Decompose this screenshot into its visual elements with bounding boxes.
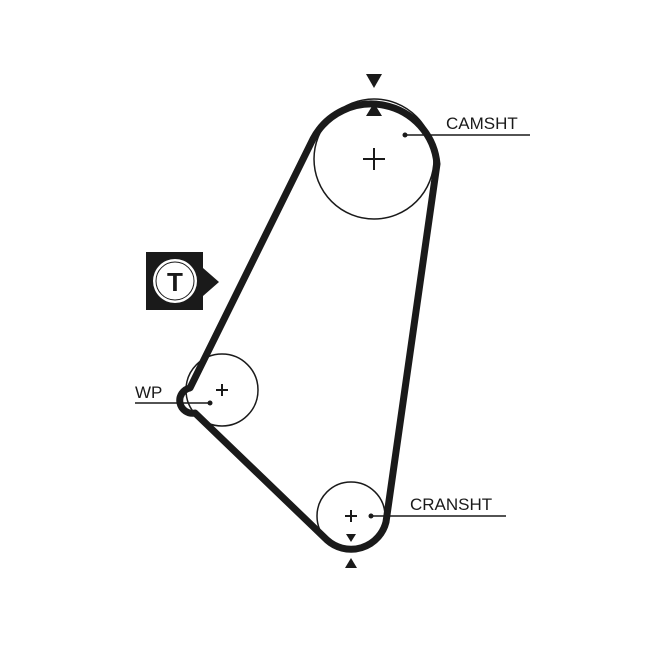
tensioner-badge-letter: T (167, 267, 183, 297)
crankshaft-leader (368, 513, 506, 519)
camshaft-center-cross (363, 148, 385, 170)
water-pump-leader (135, 400, 213, 406)
water-pump-center-cross (216, 384, 228, 396)
camshaft-timing-mark-outer (366, 74, 382, 88)
tensioner-badge-icon: T (146, 252, 219, 310)
camshaft-timing-mark-inner (366, 103, 382, 116)
crankshaft-label: CRANSHT (410, 495, 492, 514)
crankshaft-center-cross (345, 510, 357, 522)
camshaft-label: CAMSHT (446, 114, 518, 133)
water-pump-label: WP (135, 383, 162, 402)
crankshaft-timing-mark-inner (346, 534, 356, 542)
timing-belt (176, 100, 441, 553)
camshaft-leader (402, 132, 530, 138)
crankshaft-timing-mark-outer (345, 558, 357, 568)
